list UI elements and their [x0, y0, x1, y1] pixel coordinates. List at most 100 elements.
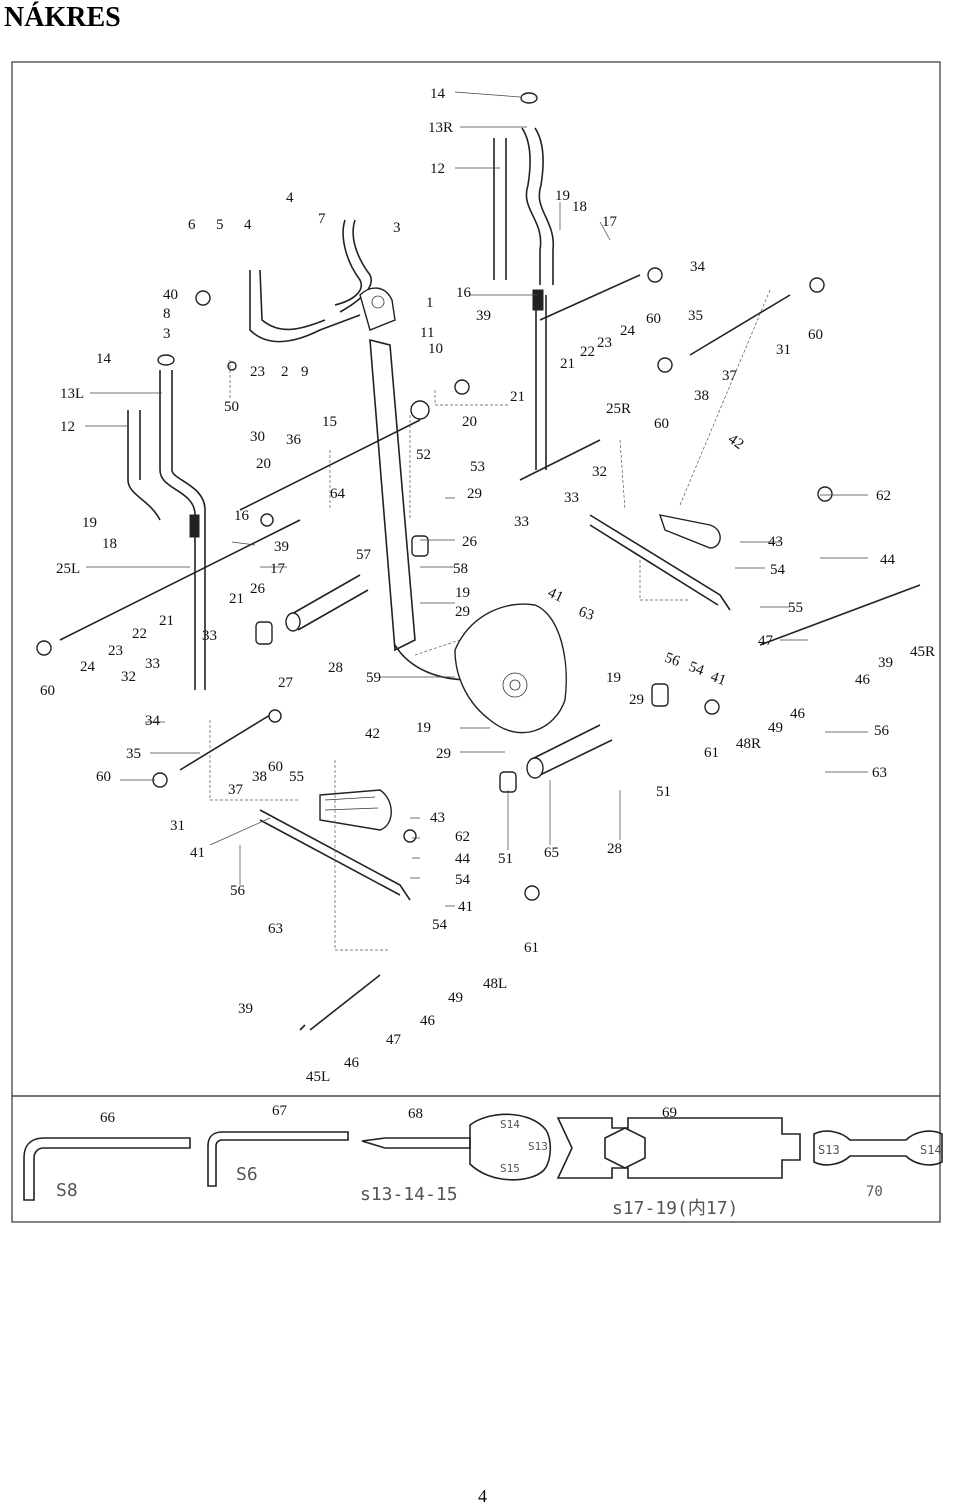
callout-label: 27	[278, 675, 294, 691]
tool-mark: S14	[920, 1143, 942, 1157]
callout-label: 55	[788, 600, 803, 616]
callout-label: 60	[646, 311, 661, 327]
callout-label: 33	[145, 656, 160, 672]
callout-label: 49	[448, 990, 463, 1006]
callout-label: 40	[163, 287, 178, 303]
tool-number: 68	[408, 1106, 423, 1122]
callout-label: 56	[230, 883, 246, 899]
callout-label: 17	[270, 561, 286, 577]
callout-label: 44	[455, 851, 471, 867]
callout-label: 29	[455, 604, 470, 620]
callout-label: 39	[274, 539, 289, 555]
callout-label: 46	[855, 672, 871, 688]
callout-label: 25L	[56, 561, 80, 577]
callout-label: 13R	[428, 120, 453, 136]
callout-label: 41	[458, 899, 473, 915]
callout-label: 6	[188, 217, 196, 233]
callout-label: 61	[704, 745, 719, 761]
diagram-frame	[11, 61, 941, 1097]
callout-label: 63	[268, 921, 283, 937]
tool-mark: S13	[528, 1140, 548, 1153]
callout-label: 60	[654, 416, 669, 432]
callout-label: 8	[163, 306, 171, 322]
callout-label: 25R	[606, 401, 631, 417]
callout-label: 29	[629, 692, 644, 708]
callout-label: 64	[330, 486, 346, 502]
callout-label: 48R	[736, 736, 761, 752]
callout-label: 21	[510, 389, 525, 405]
callout-label: 37	[228, 782, 244, 798]
tool-mark: S14	[500, 1118, 520, 1131]
callout-label: 45L	[306, 1069, 330, 1085]
callout-label: 42	[725, 431, 746, 453]
tool-number: 70	[866, 1184, 883, 1200]
callout-label: 45R	[910, 644, 935, 660]
callout-label: 54	[432, 917, 448, 933]
callout-label: 31	[170, 818, 185, 834]
callout-label: 61	[524, 940, 539, 956]
callout-label: 10	[428, 341, 443, 357]
callout-label: 21	[229, 591, 244, 607]
callout-label: 63	[576, 604, 596, 624]
callout-label: 54	[770, 562, 786, 578]
callout-label: 46	[790, 706, 806, 722]
callout-label: 41	[545, 585, 565, 606]
callout-label: 24	[620, 323, 636, 339]
callout-label: 22	[132, 626, 147, 642]
callout-label: 13L	[60, 386, 84, 402]
callout-label: 48L	[483, 976, 507, 992]
callout-label: 38	[252, 769, 267, 785]
tool-label: S8	[56, 1180, 78, 1201]
callout-label: 55	[289, 769, 304, 785]
page-title: NÁKRES	[4, 2, 121, 33]
tool-69-open-wrench: 69 s17-19(内17)	[556, 1105, 801, 1219]
tools-frame	[11, 1095, 941, 1223]
callout-label: 15	[322, 414, 337, 430]
callout-label: 12	[430, 161, 445, 177]
callout-label: 34	[690, 259, 706, 275]
tool-68-screwdriver-wrench: 68 S14 S13 S15 s13-14-15	[360, 1106, 552, 1205]
callout-label: 4	[286, 190, 294, 206]
callout-label: 57	[356, 547, 372, 563]
callout-label: 21	[560, 356, 575, 372]
callout-label: 60	[40, 683, 55, 699]
callout-label: 32	[121, 669, 136, 685]
callout-label: 29	[436, 746, 451, 762]
callout-label: 19	[455, 585, 470, 601]
callout-label: 23	[597, 335, 612, 351]
callout-label: 14	[96, 351, 112, 367]
callout-label: 51	[498, 851, 513, 867]
callout-label: 47	[758, 633, 774, 649]
callout-label: 20	[462, 414, 477, 430]
page-number: 4	[478, 1486, 487, 1506]
callout-label: 30	[250, 429, 265, 445]
callout-label: 50	[224, 399, 239, 415]
callout-label: 28	[607, 841, 622, 857]
callout-label: 32	[592, 464, 607, 480]
tool-67-hex-key-s6: 67 S6	[207, 1103, 349, 1187]
callout-label: 7	[318, 211, 326, 227]
callout-label: 22	[580, 344, 595, 360]
tool-number: 69	[662, 1105, 677, 1121]
callout-label: 19	[555, 188, 570, 204]
callout-label: 41	[190, 845, 205, 861]
tool-label: s13-14-15	[360, 1184, 458, 1205]
callout-label: 35	[688, 308, 703, 324]
callout-label: 35	[126, 746, 141, 762]
callout-label: 26	[462, 534, 478, 550]
tool-70-double-wrench: S13 S14 70	[813, 1130, 943, 1200]
callout-label: 17	[602, 214, 618, 230]
callout-label: 19	[82, 515, 97, 531]
callout-label: 46	[420, 1013, 436, 1029]
callout-label: 5	[216, 217, 224, 233]
callout-label: 39	[476, 308, 491, 324]
callout-label: 28	[328, 660, 343, 676]
callout-label: 56	[874, 723, 890, 739]
callout-label: 12	[60, 419, 75, 435]
callout-label: 20	[256, 456, 271, 472]
callout-label: 23	[108, 643, 123, 659]
tool-mark: S13	[818, 1143, 840, 1157]
callout-label: 39	[238, 1001, 253, 1017]
tool-label: s17-19(内17)	[612, 1198, 738, 1219]
callout-label: 65	[544, 845, 559, 861]
